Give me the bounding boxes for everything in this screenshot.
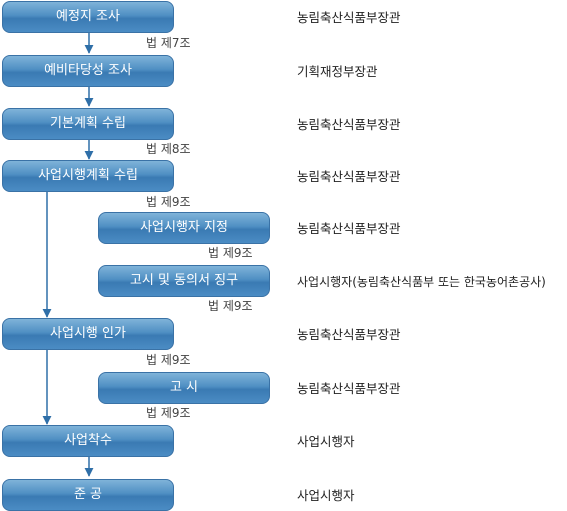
step-box-basic-plan: 기본계획 수립 [2, 108, 174, 140]
owner-operator-designation: 농림축산식품부장관 [297, 221, 401, 236]
owner-completion: 사업시행자 [297, 488, 355, 503]
law-ref-7: 법 제9조 [146, 406, 191, 420]
owner-implementation-plan: 농림축산식품부장관 [297, 169, 401, 184]
step-box-implementation-plan: 사업시행계획 수립 [2, 160, 174, 192]
owner-site-survey: 농림축산식품부장관 [297, 10, 401, 25]
step-box-commencement: 사업착수 [2, 425, 174, 457]
step-box-completion: 준 공 [2, 479, 174, 511]
step-box-notice: 고 시 [98, 372, 270, 404]
owner-feasibility: 기획재정부장관 [297, 64, 378, 79]
law-ref-6: 법 제9조 [146, 353, 191, 367]
owner-notice: 농림축산식품부장관 [297, 381, 401, 396]
step-box-operator-designation: 사업시행자 지정 [98, 212, 270, 244]
step-box-feasibility: 예비타당성 조사 [2, 55, 174, 87]
step-box-site-survey: 예정지 조사 [2, 1, 174, 33]
law-ref-5: 법 제9조 [208, 299, 253, 313]
owner-approval: 농림축산식품부장관 [297, 327, 401, 342]
owner-commencement: 사업시행자 [297, 434, 355, 449]
law-ref-1: 법 제7조 [146, 36, 191, 50]
owner-basic-plan: 농림축산식품부장관 [297, 117, 401, 132]
step-box-approval: 사업시행 인가 [2, 318, 174, 350]
law-ref-3: 법 제9조 [146, 195, 191, 209]
owner-notice-consent: 사업시행자(농림축산식품부 또는 한국농어촌공사) [297, 275, 546, 289]
law-ref-4: 법 제9조 [208, 246, 253, 260]
law-ref-2: 법 제8조 [146, 142, 191, 156]
step-box-notice-consent: 고시 및 동의서 징구 [98, 265, 270, 297]
